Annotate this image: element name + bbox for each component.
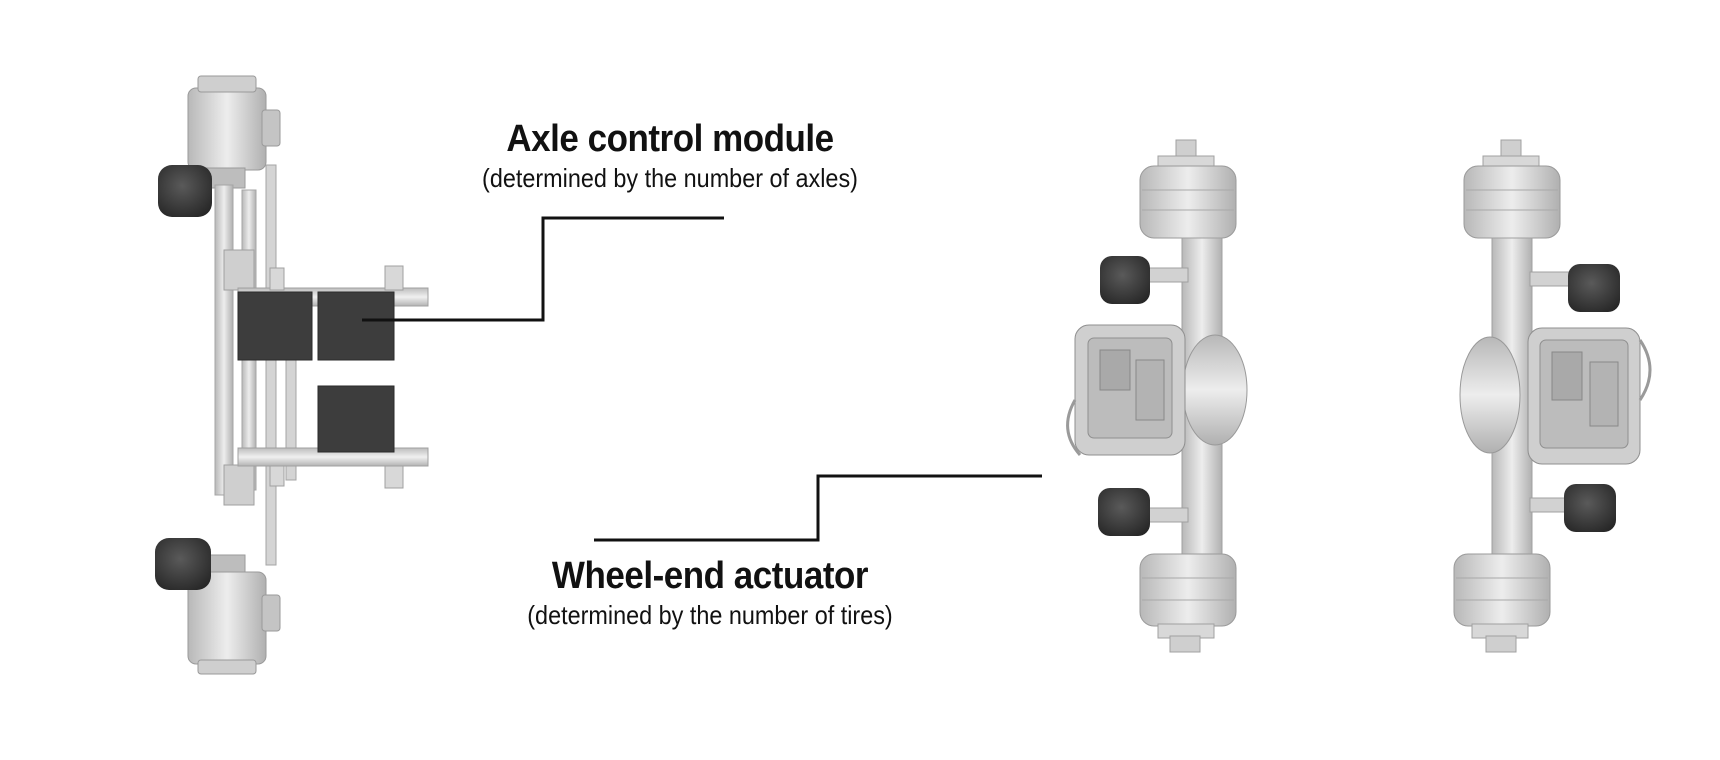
- drive-axle-1: [1066, 139, 1248, 653]
- wheel-end-actuator-label: Wheel-end actuator (determined by the nu…: [430, 555, 990, 631]
- frame-rails: [214, 164, 297, 566]
- control-module-box-2: [317, 291, 395, 361]
- left-top-actuator: [158, 165, 212, 217]
- control-module-box-3: [317, 385, 395, 453]
- mid-bottom-actuator: [1098, 488, 1150, 536]
- mid-top-actuator: [1100, 256, 1150, 304]
- control-module-box-1: [237, 291, 313, 361]
- left-bottom-actuator: [155, 538, 211, 590]
- wheel-end-actuator-subtitle: (determined by the number of tires): [527, 600, 893, 630]
- axle-control-module-subtitle: (determined by the number of axles): [482, 163, 858, 193]
- drive-axle-2: [1453, 139, 1652, 653]
- axle-control-assembly: [155, 75, 429, 675]
- wea-leader-line: [594, 474, 1042, 542]
- axle-control-module-title: Axle control module: [506, 118, 834, 160]
- acm-leader-line: [362, 216, 724, 322]
- right-bottom-actuator: [1564, 484, 1616, 532]
- top-hub: [187, 75, 281, 189]
- bottom-hub: [187, 554, 281, 675]
- right-top-actuator: [1568, 264, 1620, 312]
- axle-control-module-label: Axle control module (determined by the n…: [410, 118, 930, 194]
- wheel-end-actuator-title: Wheel-end actuator: [551, 555, 869, 597]
